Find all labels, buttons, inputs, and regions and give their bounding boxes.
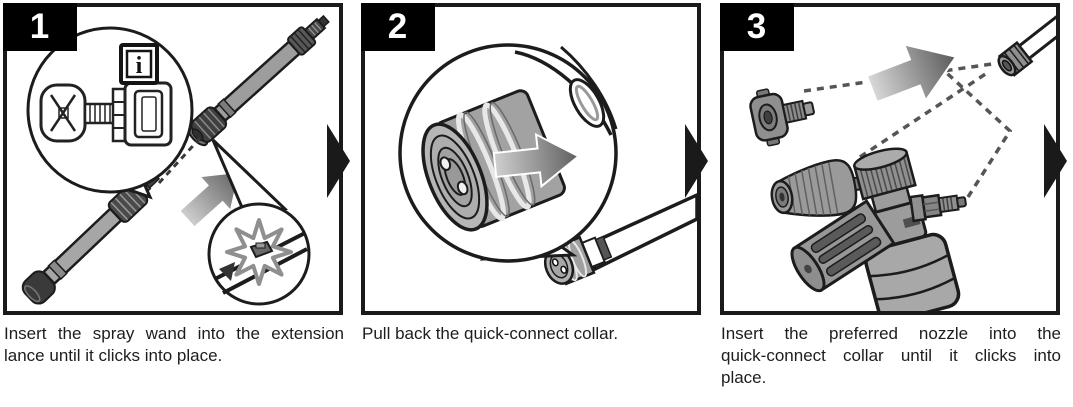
step-number-badge: 2 <box>361 3 435 51</box>
caption-line: lance until it clicks into place. <box>4 346 223 365</box>
pull-arrow-icon <box>492 132 581 189</box>
next-arrow-icon <box>1044 124 1067 198</box>
foam-cannon-barrel <box>790 199 896 293</box>
step-3-panel: 3 <box>720 3 1067 315</box>
caption-line: Insert the spray wand into the extension <box>4 324 344 343</box>
collar-callout <box>398 43 618 263</box>
caption-line: place. <box>721 368 767 387</box>
spray-nozzle <box>749 88 815 147</box>
foam-cannon-fitting <box>908 193 967 223</box>
step-2-illustration <box>398 43 697 286</box>
step-3-illustration <box>749 7 1056 311</box>
magnified-collar <box>421 89 566 232</box>
step-number-badge: 1 <box>3 3 77 51</box>
caption-line: Insert the preferred nozzle into the <box>721 324 1061 343</box>
caption-line: quick-connect collar until it clicks int… <box>721 346 1061 365</box>
step-1-illustration: i <box>21 14 330 306</box>
step-1-caption: Insert the spray wand into the extension… <box>4 323 344 367</box>
info-icon: i <box>119 43 159 85</box>
click-callout <box>207 138 311 306</box>
extension-lance <box>186 14 330 147</box>
next-arrow-icon <box>685 124 708 198</box>
info-icon-glyph: i <box>136 53 143 79</box>
step-number-badge: 3 <box>720 3 794 51</box>
step-2-panel: 2 <box>361 3 708 315</box>
caption-line: Pull back the quick-connect collar. <box>362 324 619 343</box>
step-2-caption: Pull back the quick-connect collar. <box>362 323 702 345</box>
lance-tip <box>997 7 1056 77</box>
step-1-panel: i 1 <box>3 3 350 315</box>
next-arrow-icon <box>327 124 350 198</box>
foam-cannon-bottle <box>864 232 961 311</box>
step-3-caption: Insert the preferred nozzle into the qui… <box>721 323 1061 389</box>
insert-arrow-icon <box>865 43 958 104</box>
